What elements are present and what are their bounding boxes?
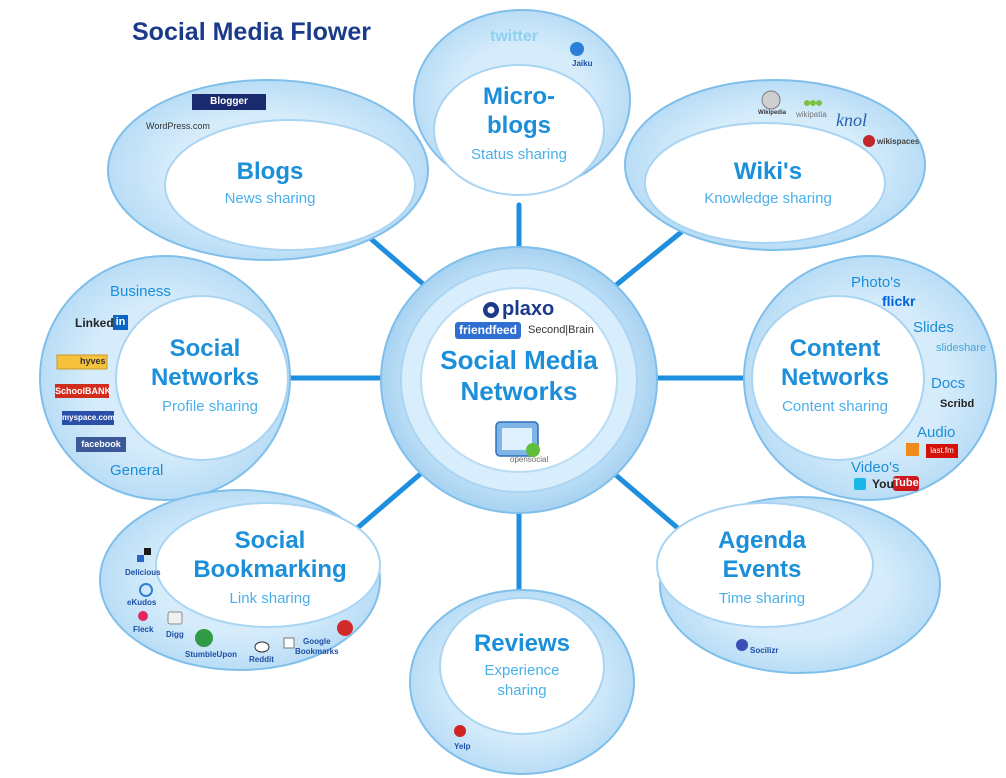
content-networks-subtitle: Content sharing <box>782 398 888 415</box>
flickr-logo: flickr <box>882 293 916 309</box>
business-label: Business <box>110 283 171 300</box>
petal-blogs <box>107 79 429 261</box>
linkedin-in-badge: in <box>113 315 128 330</box>
myspace-logo: myspace.com <box>62 411 115 425</box>
microblogs-subtitle: Status sharing <box>471 146 567 163</box>
jaiku-label: Jaiku <box>572 59 593 68</box>
hyves-logo: hyves <box>80 356 106 366</box>
google-bookmarks-icon <box>283 637 295 649</box>
wikis-heading: Wiki's <box>733 158 803 185</box>
reviews-heading: Reviews <box>473 630 571 657</box>
reddit-label: Reddit <box>249 655 274 664</box>
agenda-events-subtitle: Time sharing <box>718 590 806 607</box>
wikipatia-label: wikipatia <box>796 110 827 119</box>
stumbleupon-icon <box>195 629 213 647</box>
plaxo-logo: plaxo <box>502 298 555 320</box>
blogs-heading: Blogs <box>236 158 304 185</box>
social-bookmarking-subtitle: Link sharing <box>229 590 311 607</box>
connector-agenda <box>607 467 683 533</box>
center-heading: Social Media Networks <box>440 345 598 407</box>
blogs-subtitle: News sharing <box>224 190 316 207</box>
ekudos-icon <box>139 583 153 597</box>
slides-label: Slides <box>913 319 954 336</box>
lastfm-logo: last.fm <box>926 444 958 458</box>
youtube-you-logo: You <box>872 477 894 491</box>
photos-label: Photo's <box>851 274 901 291</box>
videos-label: Video's <box>851 459 900 476</box>
wordpress-logo: WordPress.com <box>146 121 210 131</box>
knol-logo: knol <box>836 110 867 130</box>
wikipedia-label: Wikipedia <box>758 110 786 116</box>
digg-label: Digg <box>166 630 184 639</box>
page-title: Social Media Flower <box>132 18 371 46</box>
connector-bookmarking <box>352 467 428 533</box>
plaxo-icon <box>483 302 499 318</box>
digg-icon <box>167 611 183 625</box>
vimeo-icon <box>854 478 866 490</box>
petal-wikis <box>624 79 926 251</box>
audio-label: Audio <box>917 424 956 441</box>
youtube-tube-logo: Tube <box>893 476 919 491</box>
social-bookmarking-heading: Social Bookmarking <box>193 527 347 583</box>
second-brain-logo: Second|Brain <box>528 324 594 336</box>
linkedin-logo: Linked <box>75 316 114 330</box>
hyves-icon <box>56 354 108 370</box>
connectors <box>287 202 753 603</box>
audio-icon <box>906 443 919 456</box>
delicious-label: Delicious <box>125 568 161 577</box>
socializr-label: Socilizr <box>750 646 779 655</box>
connector-wikis <box>607 222 693 293</box>
wikispaces-icon <box>863 135 875 147</box>
opensocial-icon <box>495 421 540 457</box>
fleck-label: Fleck <box>133 625 154 634</box>
social-networks-subtitle: Profile sharing <box>162 398 258 415</box>
social-networks-heading: Social Networks <box>150 335 260 391</box>
reddit-icon <box>254 641 270 653</box>
stumbleupon-label: StumbleUpon <box>185 650 237 659</box>
schoolbank-logo: SchoolBANK <box>55 384 111 398</box>
content-networks-heading: Content Networks <box>780 335 890 391</box>
wikipatia-icon <box>804 100 822 106</box>
bookmark-ribbon-icon <box>337 620 353 636</box>
google-bookmarks-label: Google Bookmarks <box>295 637 339 656</box>
friendfeed-logo: friendfeed <box>455 322 521 339</box>
docs-label: Docs <box>931 375 966 392</box>
wikis-subtitle: Knowledge sharing <box>704 190 832 207</box>
petal-reviews <box>409 589 635 775</box>
wikipedia-icon <box>761 90 781 110</box>
petal-content-networks <box>743 255 997 501</box>
petal-agenda-events <box>656 496 941 674</box>
twitter-logo: twitter <box>490 28 538 45</box>
jaiku-icon <box>570 42 584 56</box>
ekudos-label: eKudos <box>127 598 157 607</box>
fleck-icon <box>138 611 148 621</box>
blogger-logo: Blogger <box>192 94 266 110</box>
petal-social-bookmarking <box>99 489 381 671</box>
facebook-logo: facebook <box>76 437 126 452</box>
yelp-icon <box>454 725 466 737</box>
slideshare-logo: slideshare <box>936 342 987 354</box>
socializr-icon <box>736 639 748 651</box>
opensocial-label: opensocial <box>510 455 549 464</box>
agenda-events-heading: Agenda Events <box>717 527 806 583</box>
microblogs-heading: Micro- blogs <box>483 83 555 139</box>
reviews-subtitle: Experience sharing <box>484 662 560 699</box>
yelp-label: Yelp <box>454 742 471 751</box>
general-label: General <box>110 462 164 479</box>
delicious-icon <box>137 548 151 562</box>
scribd-logo: Scribd <box>940 398 975 410</box>
wikispaces-label: wikispaces <box>877 137 920 146</box>
